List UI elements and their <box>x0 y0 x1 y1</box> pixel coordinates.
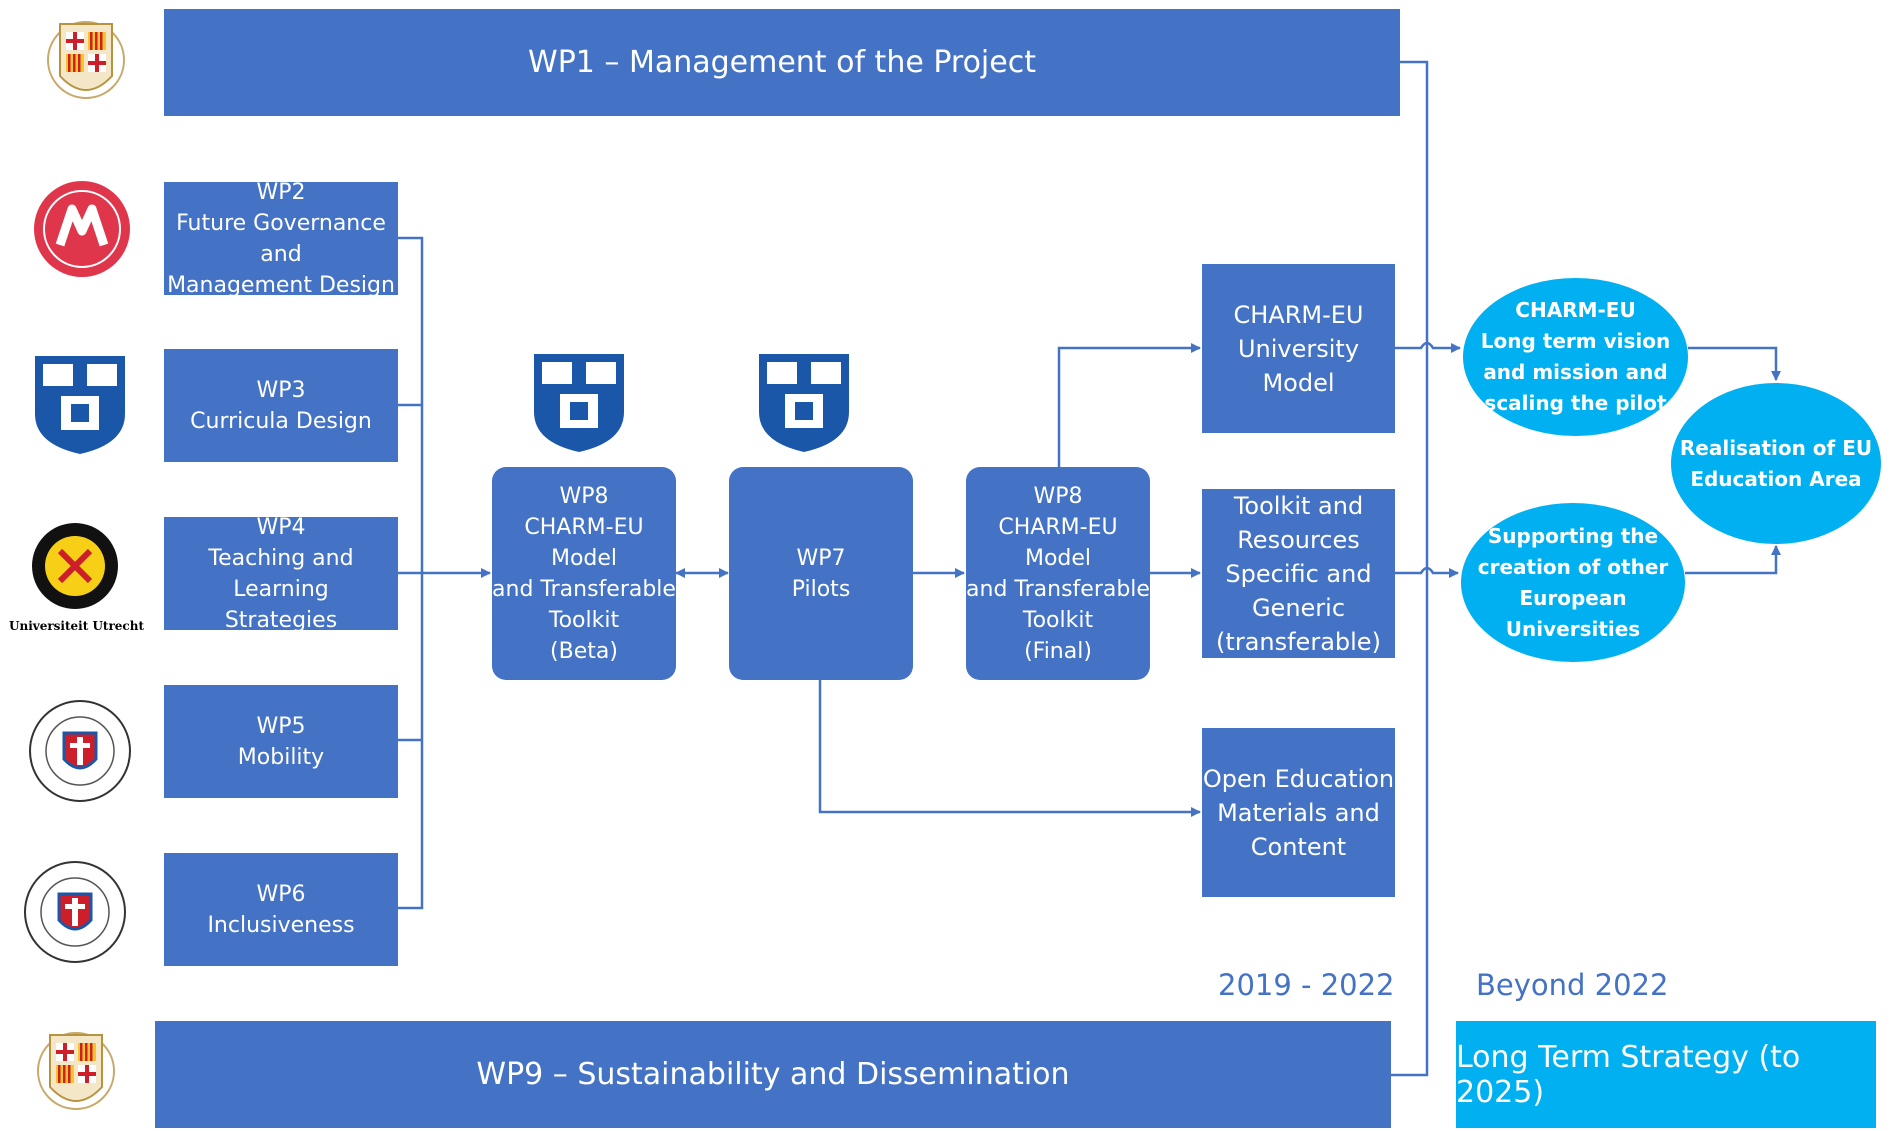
wp8-final-box: WP8 CHARM-EU Model and Transferable Tool… <box>966 467 1150 680</box>
period-label: 2019 - 2022 <box>1218 968 1395 1002</box>
supporting-ellipse: Supporting the creation of other Europea… <box>1461 503 1685 662</box>
open-education-box: Open Education Materials and Content <box>1202 728 1395 897</box>
wp5-line1: Mobility <box>237 744 325 770</box>
long-term-strategy-box: Long Term Strategy (to 2025) <box>1456 1021 1876 1128</box>
university-model-box: CHARM-EU University Model <box>1202 264 1395 433</box>
university-model-line2: University Model <box>1237 334 1360 397</box>
strategy-label: Long Term Strategy (to 2025) <box>1456 1039 1801 1110</box>
wp2-box: WP2 Future Governance and Management Des… <box>164 180 398 298</box>
wp8-beta-line1: CHARM-EU Model <box>524 514 644 571</box>
trinity-crest-icon <box>759 354 849 452</box>
ltv-line2: Long term vision <box>1480 329 1671 353</box>
long-term-vision-ellipse: CHARM-EU Long term vision and mission an… <box>1463 278 1688 436</box>
wp8-beta-line4: (Beta) <box>550 638 618 664</box>
supporting-line3: European <box>1519 585 1627 610</box>
toolkit-line3: Specific and <box>1225 559 1372 588</box>
wp7-box: WP7 Pilots <box>729 467 913 680</box>
wp8-final-line3: Toolkit <box>1022 607 1094 633</box>
barcelona-crest-icon <box>47 21 125 99</box>
wp4-line1: Teaching and Learning <box>208 545 354 602</box>
wp8-beta-box: WP8 CHARM-EU Model and Transferable Tool… <box>492 467 676 680</box>
wp2-number: WP2 <box>256 179 306 205</box>
wp4-box: WP4 Teaching and Learning Strategies <box>164 515 398 633</box>
wp8-beta-line3: Toolkit <box>548 607 620 633</box>
wp8-final-line4: (Final) <box>1024 638 1092 664</box>
wp8-beta-line2: and Transferable <box>492 576 676 602</box>
utrecht-sun-icon <box>32 523 118 609</box>
wp6-number: WP6 <box>256 881 306 907</box>
wp4-number: WP4 <box>256 514 306 540</box>
realisation-line2: Education Area <box>1690 466 1862 491</box>
wp6-box: WP6 Inclusiveness <box>164 853 398 966</box>
wp5-number: WP5 <box>256 713 306 739</box>
realisation-ellipse: Realisation of EU Education Area <box>1671 383 1881 544</box>
supporting-line4: Universities <box>1505 616 1641 641</box>
ltv-line3: and mission and <box>1483 360 1668 384</box>
wp8-final-line2: and Transferable <box>966 576 1150 602</box>
wp3-box: WP3 Curricula Design <box>164 349 398 462</box>
wp1-bar: WP1 – Management of the Project <box>164 9 1400 116</box>
supporting-line2: creation of other <box>1477 554 1669 579</box>
elte-seal-icon <box>24 861 126 963</box>
wp8-beta-number: WP8 <box>559 483 609 509</box>
wp5-box: WP5 Mobility <box>164 685 398 798</box>
toolkit-line4: Generic <box>1251 593 1346 622</box>
toolkit-line2: Resources <box>1237 525 1360 554</box>
wp7-number: WP7 <box>796 545 846 571</box>
toolkit-line5: (transferable) <box>1216 627 1381 656</box>
wp9-title: WP9 – Sustainability and Dissemination <box>476 1057 1070 1092</box>
realisation-line1: Realisation of EU <box>1679 435 1873 460</box>
open-education-line3: Content <box>1250 832 1347 861</box>
wp2-line2: Management Design <box>167 272 395 298</box>
wp3-number: WP3 <box>256 377 306 403</box>
barcelona-crest-icon <box>37 1032 115 1110</box>
wp4-line2: Strategies <box>224 607 338 633</box>
toolkit-line1: Toolkit and <box>1233 491 1364 520</box>
beyond-label: Beyond 2022 <box>1476 968 1669 1002</box>
toolkit-box: Toolkit and Resources Specific and Gener… <box>1202 489 1395 658</box>
wp8-final-number: WP8 <box>1033 483 1083 509</box>
montpellier-seal-icon <box>34 181 130 277</box>
wp3-line1: Curricula Design <box>190 408 372 434</box>
utrecht-label: Universiteit Utrecht <box>9 619 144 633</box>
ltv-line1: CHARM-EU <box>1515 298 1636 322</box>
wp6-line1: Inclusiveness <box>207 912 355 938</box>
trinity-crest-icon <box>534 354 624 452</box>
open-education-line2: Materials and <box>1217 798 1380 827</box>
supporting-line1: Supporting the <box>1487 523 1659 548</box>
trinity-crest-icon <box>35 356 125 454</box>
wp8-final-line1: CHARM-EU Model <box>998 514 1118 571</box>
ltv-line4: scaling the pilot <box>1484 391 1667 415</box>
wp2-line1: Future Governance and <box>176 210 386 267</box>
wp1-title: WP1 – Management of the Project <box>528 45 1036 80</box>
elte-seal-icon <box>29 700 131 802</box>
wp9-bar: WP9 – Sustainability and Dissemination <box>155 1021 1391 1128</box>
university-model-line1: CHARM-EU <box>1233 300 1364 329</box>
wp7-line1: Pilots <box>791 576 851 602</box>
open-education-line1: Open Education <box>1202 764 1395 793</box>
